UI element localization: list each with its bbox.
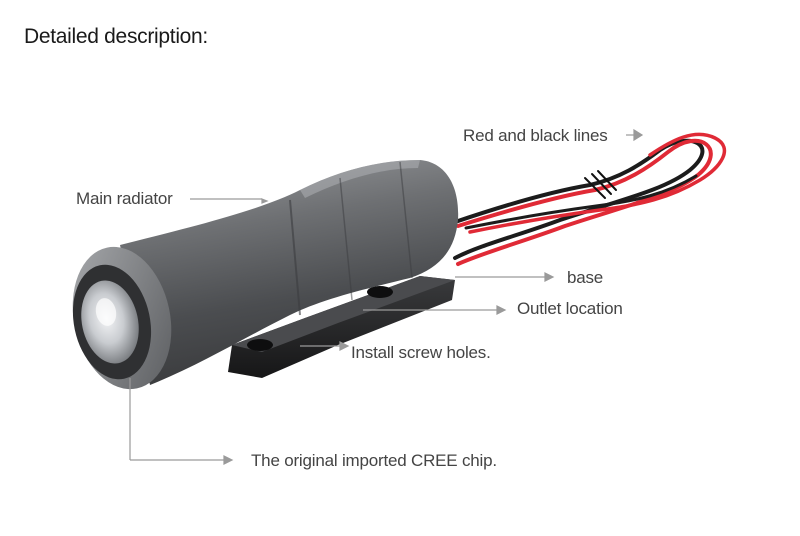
callout-red-black-lines: Red and black lines bbox=[463, 126, 608, 145]
callout-outlet-location: Outlet location bbox=[517, 299, 623, 318]
callout-cree-chip: The original imported CREE chip. bbox=[251, 451, 497, 470]
callout-base: base bbox=[567, 268, 604, 287]
callout-main-radiator: Main radiator bbox=[76, 189, 173, 208]
cree-chip-lens bbox=[81, 280, 139, 364]
callout-install-screw-holes: Install screw holes. bbox=[351, 343, 491, 362]
screw-hole-right bbox=[367, 286, 393, 298]
mounting-base bbox=[228, 276, 455, 378]
page-heading: Detailed description: bbox=[24, 25, 208, 48]
leader-lines bbox=[129, 128, 644, 465]
red-and-black-wires bbox=[453, 132, 727, 266]
screw-hole-left bbox=[247, 339, 273, 351]
